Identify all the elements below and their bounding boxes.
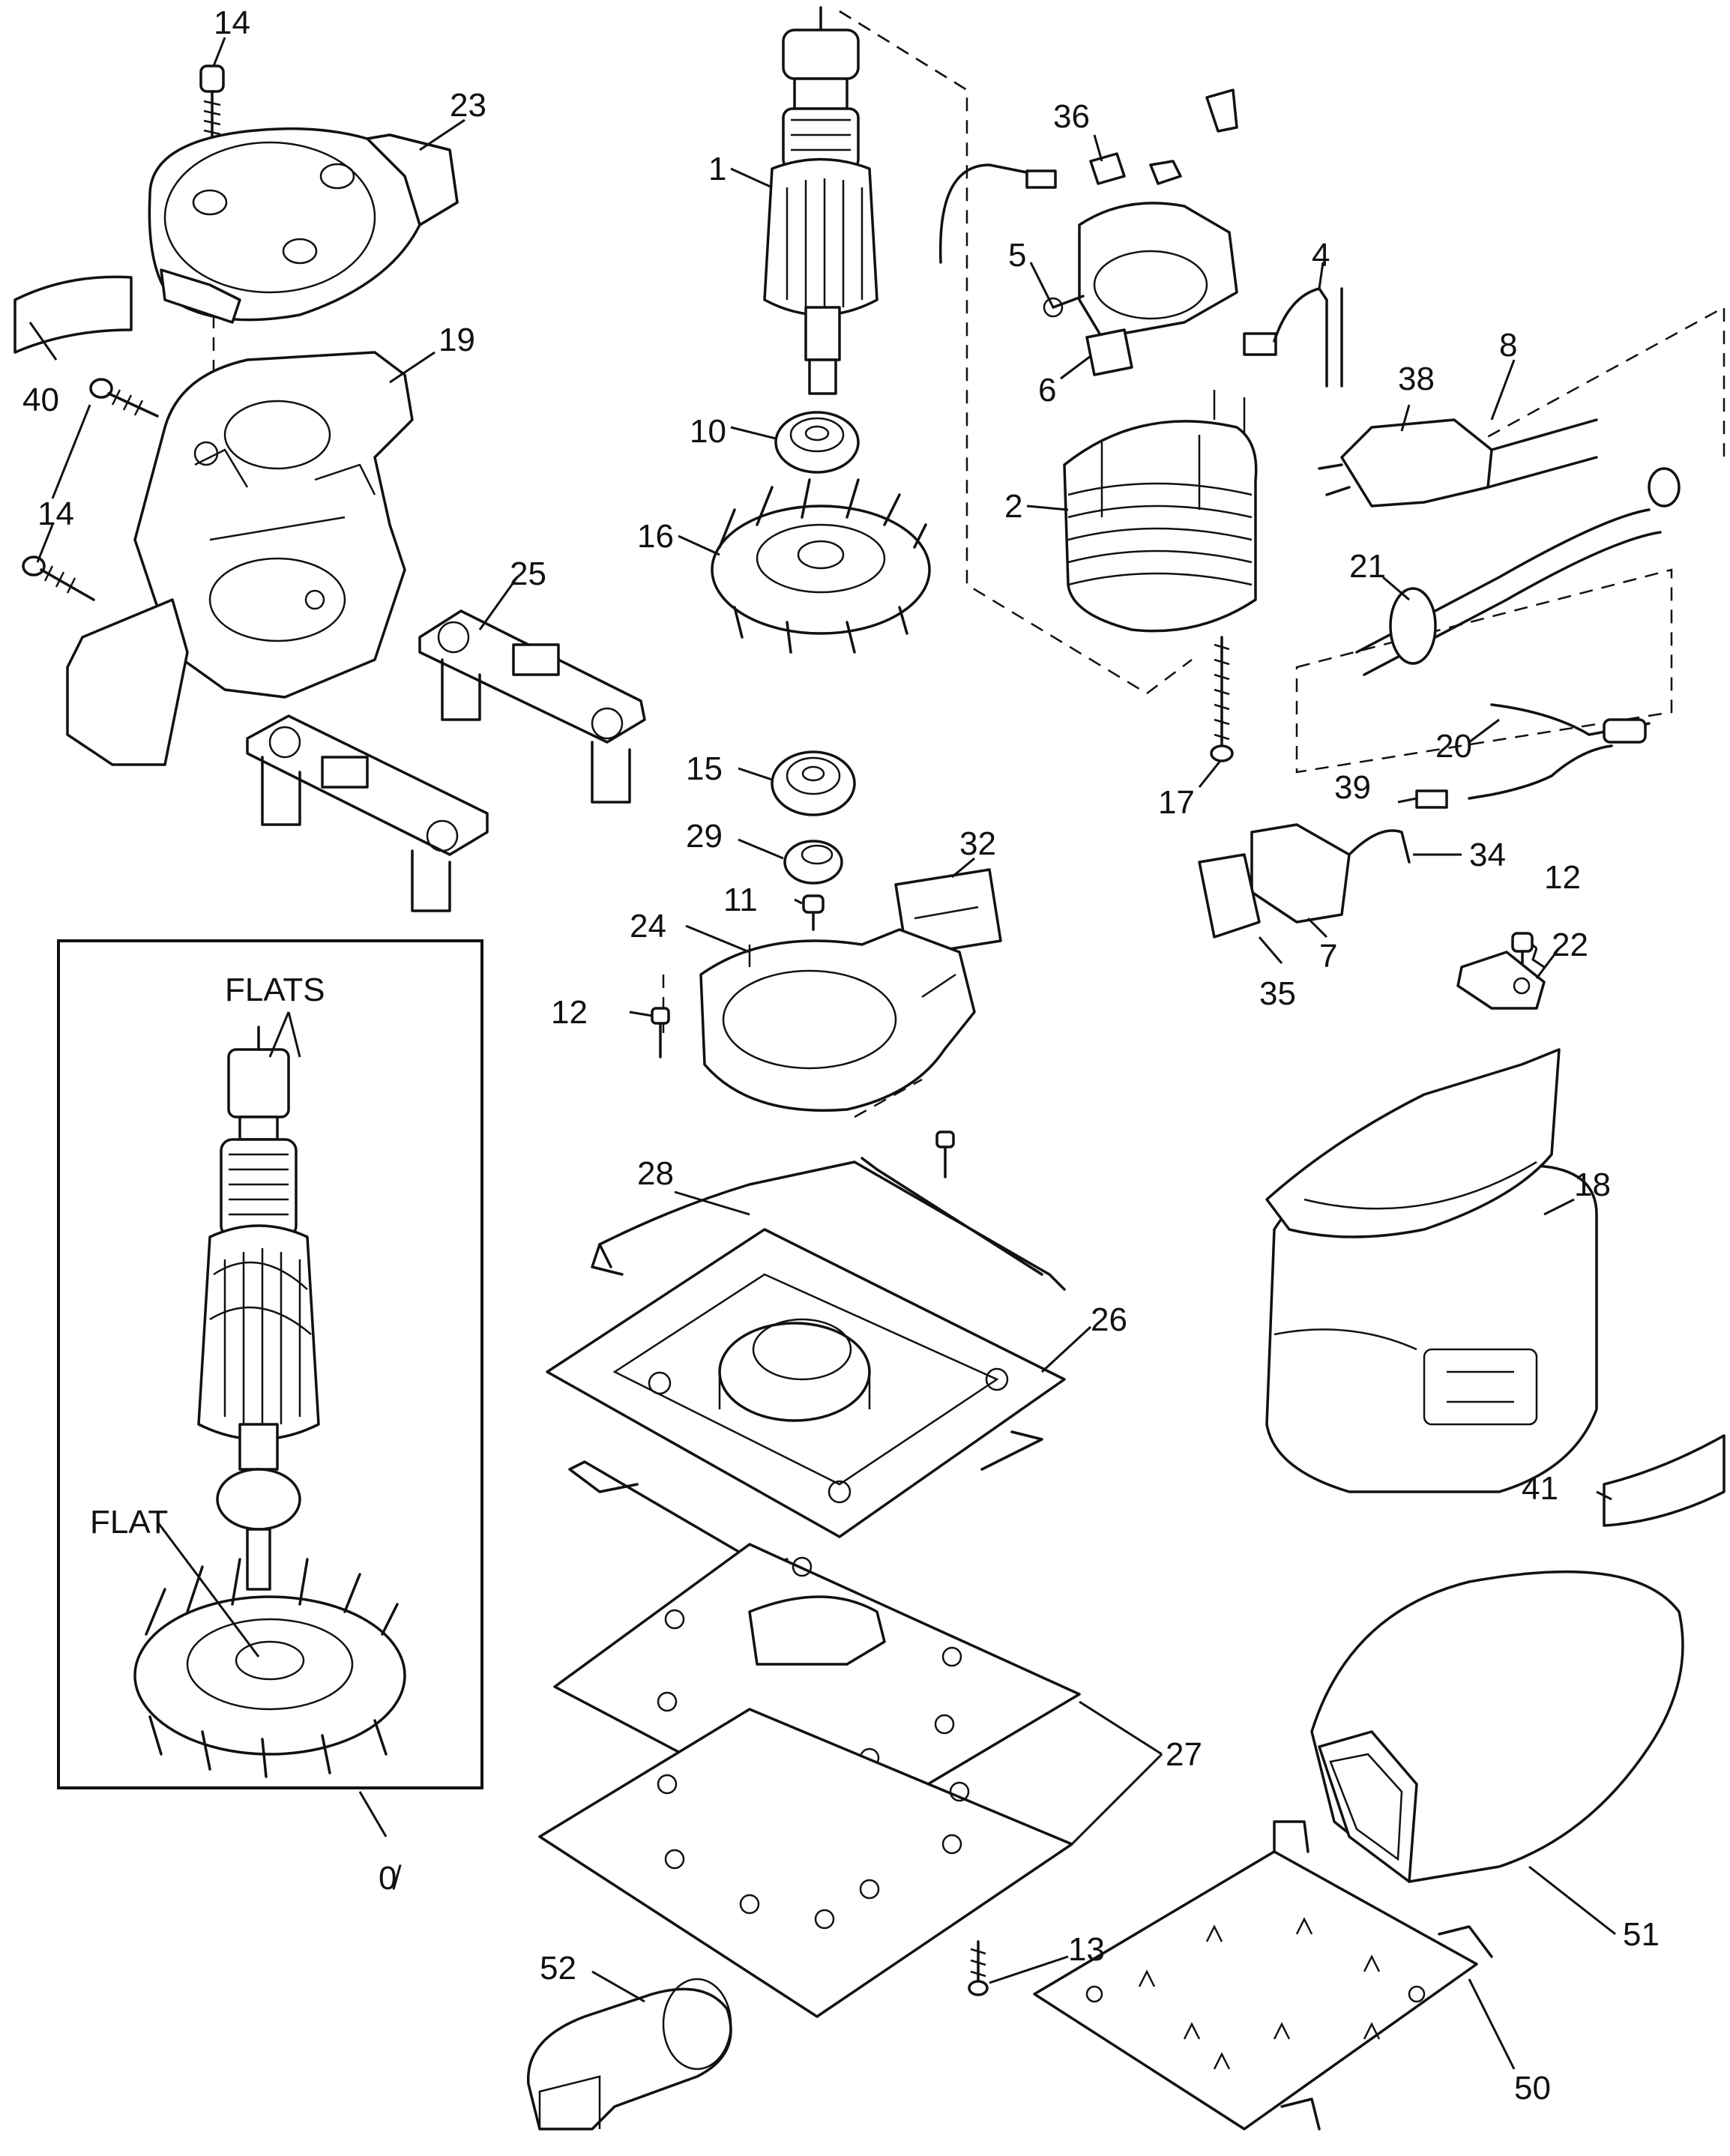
callout-20: 20	[1435, 728, 1472, 765]
callout-38: 38	[1398, 361, 1435, 397]
callout-40: 40	[22, 382, 59, 418]
callout-4: 4	[1312, 237, 1330, 274]
part-41-label	[1603, 1434, 1726, 1527]
callout-23: 23	[450, 87, 486, 124]
callout-24: 24	[630, 908, 666, 945]
callout-27: 27	[1166, 1736, 1202, 1773]
part-26-platen	[546, 1228, 1066, 1538]
callout-34: 34	[1469, 837, 1506, 873]
callout-16: 16	[637, 518, 674, 555]
assembly-dashed-lines	[212, 10, 1726, 1118]
part-40-label	[13, 275, 133, 354]
callout-6: 6	[1038, 372, 1056, 409]
part-18-motor-housing	[1265, 1048, 1598, 1493]
part-36-brush-holder-assy	[938, 88, 1343, 388]
callout-2: 2	[1004, 488, 1022, 525]
part-22-clamp	[1456, 951, 1546, 1010]
callout-29: 29	[686, 818, 723, 855]
part-25-brackets	[246, 609, 646, 912]
callout-52: 52	[540, 1950, 576, 1987]
callout-25: 25	[510, 555, 546, 592]
part-11-screw	[802, 894, 825, 931]
part-50-base-plate	[1033, 1820, 1493, 2131]
callout-39: 39	[1334, 769, 1371, 806]
part-38-8-plug-cord	[1318, 418, 1598, 508]
callout-10: 10	[690, 413, 726, 450]
callout-28: 28	[637, 1155, 674, 1192]
part-19-housing-half	[66, 351, 414, 766]
part-21-cord-protector	[1355, 467, 1681, 676]
callout-12: 12	[1544, 859, 1581, 896]
part-2-field	[1063, 390, 1258, 633]
callout-35: 35	[1259, 975, 1296, 1012]
part-20-39-leads	[1415, 703, 1651, 809]
part-17-long-screw	[1210, 636, 1234, 762]
part-24-dust-housing	[699, 928, 976, 1112]
part-27-pads	[538, 1543, 1081, 2018]
callout-15: 15	[686, 750, 723, 787]
callout-17: 17	[1158, 784, 1195, 821]
callout-14: 14	[37, 496, 74, 532]
callout-5: 5	[1008, 237, 1026, 274]
part-14-screw-top	[199, 64, 225, 140]
part-52-dust-port	[527, 1978, 732, 2131]
part-34-7-35-switch	[1198, 823, 1411, 939]
part-14-screws-left	[22, 378, 159, 601]
leader-lines	[28, 37, 1616, 2070]
callout-7: 7	[1319, 938, 1337, 975]
callout-50: 50	[1514, 2070, 1551, 2107]
part-15-bearing	[771, 750, 856, 816]
part-51-cover	[1310, 1570, 1684, 1883]
part-12-screws	[651, 932, 1534, 1178]
callout-8: 8	[1499, 327, 1517, 364]
callout-numbers: 14 23 40 19 14 1 10 16 36 5 4 6 38 8 2 2…	[22, 4, 1660, 2107]
part-16-fan	[711, 478, 931, 654]
inset-armature-detail	[57, 939, 483, 1789]
callout-32: 32	[959, 825, 996, 862]
callout-18: 18	[1574, 1166, 1611, 1203]
callout-21: 21	[1349, 548, 1386, 585]
inset-label-flats: FLATS	[225, 972, 325, 1008]
inset-reference-symbol: 0̸	[379, 1860, 402, 1897]
part-28-clips	[568, 1157, 1066, 1568]
part-23-top-cover	[148, 127, 459, 324]
callout-11: 11	[723, 882, 758, 918]
callout-12: 12	[551, 994, 588, 1031]
inset-labels: FLATS FLAT 0̸	[90, 972, 402, 1897]
callout-13: 13	[1068, 1931, 1105, 1968]
callout-22: 22	[1552, 927, 1588, 963]
callout-41: 41	[1522, 1470, 1558, 1507]
inset-label-flat: FLAT	[90, 1504, 168, 1541]
part-10-bearing	[774, 411, 860, 474]
callout-26: 26	[1091, 1301, 1127, 1338]
callout-51: 51	[1623, 1916, 1660, 1953]
callout-19: 19	[438, 322, 475, 358]
callout-14: 14	[214, 4, 250, 41]
callout-1: 1	[708, 151, 726, 187]
part-1-armature	[763, 6, 878, 395]
part-29-eccentric	[783, 840, 843, 885]
callout-36: 36	[1053, 98, 1090, 135]
part-13-screw	[968, 1940, 989, 1996]
